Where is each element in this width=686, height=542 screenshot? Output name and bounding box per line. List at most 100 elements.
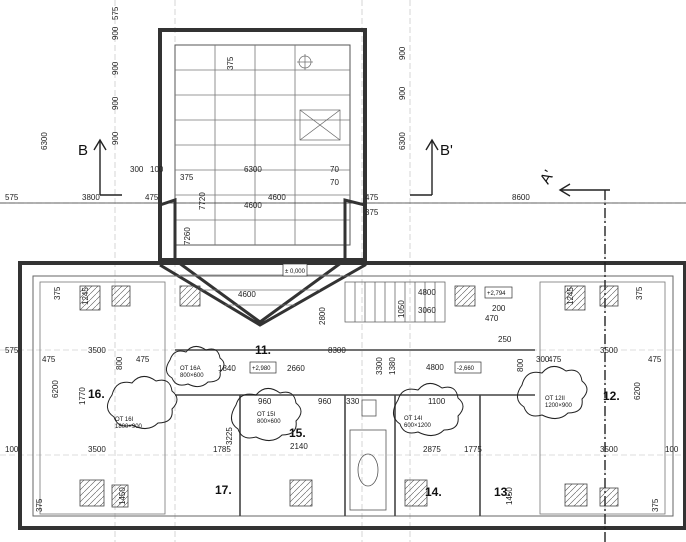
ldim-6200: 6200 <box>51 380 60 398</box>
ldim-1245: 1245 <box>81 287 90 305</box>
dim-v-900-r2: 900 <box>398 86 407 100</box>
cdim-2660: 2660 <box>287 364 305 373</box>
rdim-475a: 475 <box>548 355 562 364</box>
tower-dims: 6300 4600 300 100 70 70 375 375 7720 726… <box>130 56 379 299</box>
window-1-size: 800×600 <box>180 373 204 379</box>
window-1-code: OT 16A <box>180 366 201 372</box>
tower-dim-7720: 7720 <box>198 192 207 210</box>
room-labels: 11. 12. 13. 14. 15. 16. 17. <box>88 343 620 499</box>
tower-level: ± 0,000 <box>285 269 306 275</box>
cdim-300: 300 <box>536 355 550 364</box>
rdim-375b: 375 <box>651 498 660 512</box>
window-callouts <box>107 346 588 441</box>
cdim-3060: 3060 <box>418 306 436 315</box>
tower-dim-7260: 7260 <box>183 227 192 245</box>
tower-dim-6300: 6300 <box>244 165 262 174</box>
tower-dim-375b: 375 <box>365 208 379 217</box>
section-label-b: B <box>78 142 88 159</box>
cdim-250: 250 <box>498 335 512 344</box>
dim-475-left: 475 <box>145 193 159 202</box>
dim-3800: 3800 <box>82 193 100 202</box>
rdim-1245: 1245 <box>566 287 575 305</box>
ldim-1770: 1770 <box>78 387 87 405</box>
rdim-475b: 475 <box>648 355 662 364</box>
ldim-3500a: 3500 <box>88 346 106 355</box>
ldim-100: 100 <box>5 445 19 454</box>
cdim-1380: 1380 <box>388 357 397 375</box>
dim-v-900-2: 900 <box>111 61 120 75</box>
cdim-1785: 1785 <box>213 445 231 454</box>
rdim-100: 100 <box>665 445 679 454</box>
tower-dim-100: 100 <box>150 165 164 174</box>
cdim-1050: 1050 <box>397 300 406 318</box>
tower-dim-300: 300 <box>130 165 144 174</box>
dim-v-6300-right: 6300 <box>398 132 407 150</box>
dim-4600: 4600 <box>268 193 286 202</box>
center-dims: 8300 4800 3060 4800 2660 1840 1380 3300 … <box>213 288 550 454</box>
cdim-1100: 1100 <box>428 397 446 406</box>
tower-dim-375a: 375 <box>180 173 194 182</box>
rdim-6200: 6200 <box>633 382 642 400</box>
window-3-size: 800×600 <box>257 419 281 425</box>
room-13: 13. <box>494 485 511 499</box>
top-dimension-line: 575 3800 475 4600 475 8600 <box>0 193 686 204</box>
level-right: +2,794 <box>487 291 506 297</box>
right-vertical-dims: 6300 900 900 <box>398 46 407 150</box>
rdim-375a: 375 <box>635 286 644 300</box>
window-5-size: 1200×900 <box>545 403 573 409</box>
funnel-roof <box>158 197 367 327</box>
rdim-800: 800 <box>516 358 525 372</box>
rdim-3500a: 3500 <box>600 346 618 355</box>
level-markers: +2,980 -2,660 +2,794 <box>249 286 513 374</box>
right-wing-dims: 3500 6200 3500 475 475 1245 1450 800 375… <box>505 286 679 512</box>
tower-dim-4600: 4600 <box>244 201 262 210</box>
room-11: 11. <box>255 343 271 357</box>
ldim-375b: 375 <box>35 498 44 512</box>
ldim-800: 800 <box>115 356 124 370</box>
tower-dim-70a: 70 <box>330 165 339 174</box>
window-labels: OT 16A 800×600 OT 16I 1800×900 OT 15I 80… <box>115 366 573 430</box>
dim-v-900-4: 900 <box>111 131 120 145</box>
cdim-4800a: 4800 <box>418 288 436 297</box>
cdim-2140: 2140 <box>290 442 308 451</box>
ldim-375a: 375 <box>53 286 62 300</box>
ldim-3500b: 3500 <box>88 445 106 454</box>
dim-v-900-1: 900 <box>111 26 120 40</box>
ldim-575: 575 <box>5 346 19 355</box>
main-building <box>18 261 686 530</box>
cdim-4800b: 4800 <box>426 363 444 372</box>
dim-v-575: 575 <box>111 6 120 20</box>
dim-v-900-r1: 900 <box>398 46 407 60</box>
cdim-1840: 1840 <box>218 364 236 373</box>
window-5-code: OT 12II <box>545 396 565 402</box>
room-16: 16. <box>88 387 105 401</box>
level-center: -2,660 <box>457 366 475 372</box>
ldim-475a: 475 <box>42 355 56 364</box>
hip-dim-4600: 4600 <box>238 290 256 299</box>
cdim-3300: 3300 <box>375 357 384 375</box>
dim-575: 575 <box>5 193 19 202</box>
room-12: 12. <box>603 389 620 403</box>
dim-475-right: 475 <box>365 193 379 202</box>
tower-dim-70b: 70 <box>330 178 339 187</box>
room-17: 17. <box>215 483 232 497</box>
upper-tower <box>158 28 367 262</box>
left-wing-dims: 3500 6200 3500 475 475 1770 1245 1450 80… <box>5 286 150 512</box>
window-4-size: 600×1200 <box>404 423 432 429</box>
ldim-1450: 1450 <box>118 487 127 505</box>
level-11: +2,980 <box>252 366 271 372</box>
window-4-code: OT 14I <box>404 416 423 422</box>
cdim-8300: 8300 <box>328 346 346 355</box>
rdim-1450: 1450 <box>505 487 514 505</box>
dim-8600: 8600 <box>512 193 530 202</box>
room-14: 14. <box>425 485 442 499</box>
left-vertical-dims: 6300 900 900 900 900 575 <box>40 6 120 150</box>
cdim-2800: 2800 <box>318 307 327 325</box>
cdim-960a: 960 <box>258 397 272 406</box>
rdim-3500b: 3500 <box>600 445 618 454</box>
cdim-3225: 3225 <box>225 427 234 445</box>
cdim-200: 200 <box>492 304 506 313</box>
dim-v-6300-left: 6300 <box>40 132 49 150</box>
